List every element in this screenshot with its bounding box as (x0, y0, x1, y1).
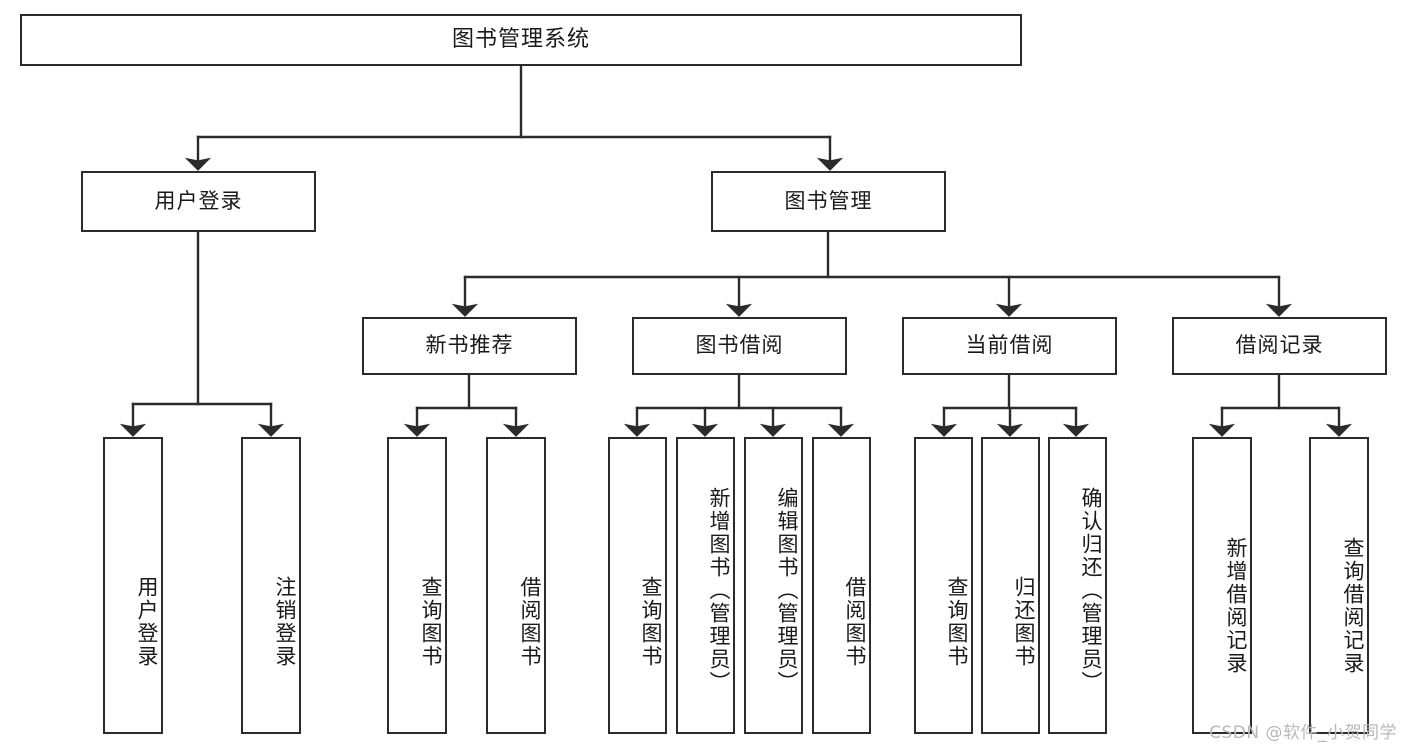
node-current-borrow[interactable]: 当前借阅 (902, 317, 1117, 375)
leaf-new-book-borrow-book[interactable]: 借阅图书 (486, 437, 546, 734)
leaf-book-borrow-borrow-book[interactable]: 借阅图书 (812, 437, 871, 734)
node-new-book-recommend[interactable]: 新书推荐 (362, 317, 577, 375)
leaf-user-login-signout[interactable]: 注销登录 (241, 437, 301, 734)
node-book-borrow[interactable]: 图书借阅 (632, 317, 847, 375)
leaf-book-borrow-edit-book-admin[interactable]: 编辑图书（管理员） (744, 437, 803, 734)
leaf-book-borrow-query-book[interactable]: 查询图书 (608, 437, 667, 734)
leaf-current-borrow-confirm-return-admin[interactable]: 确认归还（管理员） (1048, 437, 1107, 734)
leaf-borrow-record-query-record[interactable]: 查询借阅记录 (1309, 437, 1369, 734)
leaf-current-borrow-return-book[interactable]: 归还图书 (981, 437, 1040, 734)
leaf-user-login-signin[interactable]: 用户登录 (103, 437, 163, 734)
leaf-current-borrow-query-book[interactable]: 查询图书 (914, 437, 973, 734)
node-borrow-record[interactable]: 借阅记录 (1172, 317, 1387, 375)
node-user-login[interactable]: 用户登录 (81, 171, 316, 232)
leaf-new-book-query-book[interactable]: 查询图书 (387, 437, 447, 734)
leaf-borrow-record-add-record[interactable]: 新增借阅记录 (1192, 437, 1252, 734)
leaf-book-borrow-add-book-admin[interactable]: 新增图书（管理员） (676, 437, 735, 734)
node-root-book-management-system[interactable]: 图书管理系统 (20, 14, 1022, 66)
node-book-management[interactable]: 图书管理 (711, 171, 946, 232)
